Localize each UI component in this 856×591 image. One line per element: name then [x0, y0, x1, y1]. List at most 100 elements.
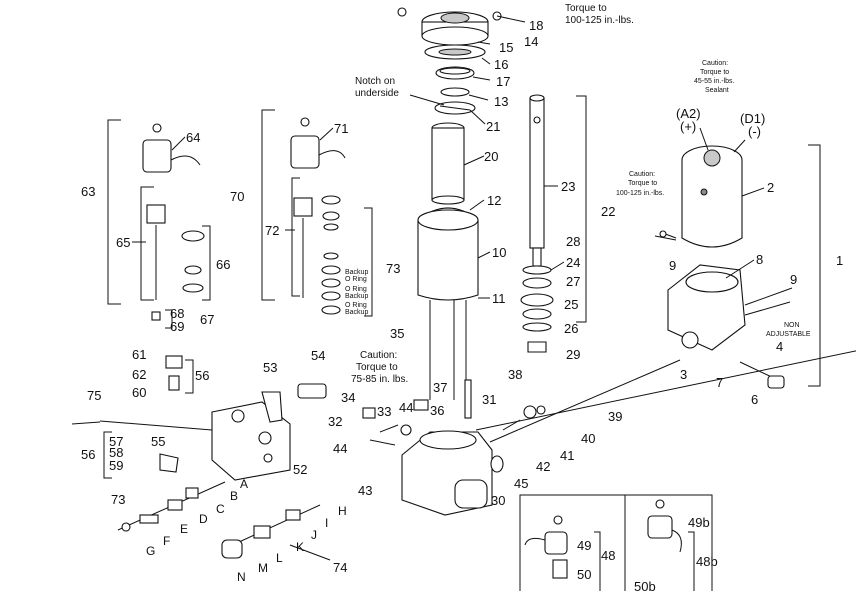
letter-m: M	[258, 561, 268, 575]
letter-i: I	[325, 516, 328, 530]
ram-rod-assembly	[520, 94, 554, 353]
caution-motor-note: Caution: Torque to 45-55 in.-lbs. Sealan…	[694, 60, 735, 94]
callout-69: 69	[170, 319, 184, 334]
callout-31: 31	[482, 392, 496, 407]
electric-motor	[681, 127, 746, 248]
callout-70: 70	[230, 189, 244, 204]
letter-j: J	[311, 528, 317, 542]
callout-57: 57	[109, 434, 123, 449]
callout-21: 21	[486, 119, 500, 134]
torque-top-line2: 100-125 in.-lbs.	[565, 15, 634, 26]
callout-38: 38	[508, 367, 522, 382]
callout-36: 36	[430, 403, 444, 418]
callout-13: 13	[494, 94, 508, 109]
callout-27: 27	[566, 274, 580, 289]
callout-8: 8	[756, 252, 763, 267]
non-adjustable-line2: ADJUSTABLE	[766, 331, 811, 338]
seal-labels: Backup O Ring O Ring Backup O Ring Backu…	[345, 269, 368, 316]
callout-42: 42	[536, 459, 550, 474]
fitting-line-74	[221, 504, 321, 559]
callout-49: 49	[577, 538, 591, 553]
leader-lines	[132, 41, 765, 299]
callout-3: 3	[680, 367, 687, 382]
non-adjustable-line1: NON	[784, 322, 800, 329]
callout-34: 34	[341, 390, 355, 405]
callout-9-a: 9	[669, 258, 676, 273]
callout-61: 61	[132, 347, 146, 362]
callout-72: 72	[265, 223, 279, 238]
callout-20: 20	[484, 149, 498, 164]
caution-motor-line2: Torque to	[700, 69, 729, 76]
callout-56-b: 56	[81, 447, 95, 462]
callout-33: 33	[377, 404, 391, 419]
callout-23: 23	[561, 179, 575, 194]
torque-note-top: Torque to 100-125 in.-lbs.	[565, 3, 634, 26]
callout-22: 22	[601, 204, 615, 219]
letter-e: E	[180, 522, 188, 536]
callout-48: 48	[601, 548, 615, 563]
callout-18: 18	[529, 18, 543, 33]
callout-29: 29	[566, 347, 580, 362]
notch-note: Notch on underside	[355, 76, 399, 99]
seal-backup-3: Backup	[345, 309, 368, 316]
seal-oring-3: O Ring	[345, 302, 367, 309]
hose-block	[99, 383, 327, 481]
callout-58: 58	[109, 445, 123, 460]
callout-74: 74	[333, 560, 347, 575]
seal-backup-1: Backup	[345, 269, 368, 276]
callout-1: 1	[836, 253, 843, 268]
callout-68: 68	[170, 306, 184, 321]
polarity-d1-sign: (-)	[748, 124, 761, 139]
callout-16: 16	[494, 57, 508, 72]
callout-67: 67	[200, 312, 214, 327]
letter-h: H	[338, 504, 347, 518]
top-cap-assembly	[397, 7, 526, 115]
callout-73-b: 73	[111, 492, 125, 507]
callout-17: 17	[496, 74, 510, 89]
callout-28: 28	[566, 234, 580, 249]
callout-9-b: 9	[790, 272, 797, 287]
callout-44-b: 44	[333, 441, 347, 456]
callout-43: 43	[358, 483, 372, 498]
letter-c: C	[216, 502, 225, 516]
seal-backup-2: Backup	[345, 293, 368, 300]
reservoir-tube	[417, 122, 479, 400]
torque-top-line1: Torque to	[565, 3, 607, 14]
callout-73-a: 73	[386, 261, 400, 276]
letter-n: N	[237, 570, 246, 584]
callout-14: 14	[524, 34, 538, 49]
callout-4: 4	[776, 339, 783, 354]
callout-25: 25	[564, 297, 578, 312]
letter-b: B	[230, 489, 238, 503]
callout-11: 11	[492, 291, 506, 306]
inset-box-48	[519, 494, 713, 591]
letter-f: F	[163, 534, 170, 548]
callout-52: 52	[293, 462, 307, 477]
callout-65: 65	[116, 235, 130, 250]
callout-41: 41	[560, 448, 574, 463]
part-callouts: 1 2 3 4 6 7 8 9 9 10 11 12 13 14 15 16 1…	[81, 18, 843, 591]
callout-2: 2	[767, 180, 774, 195]
caution-valve-note: Caution: Torque to 75-85 in. lbs.	[351, 350, 408, 385]
fitting-line-73	[117, 481, 226, 532]
seal-oring-2: O Ring	[345, 286, 367, 293]
caution-valve-line2: Torque to	[356, 362, 398, 373]
pump-base	[654, 235, 793, 351]
caution-bolt-line3: 100-125 in.-lbs.	[616, 190, 664, 197]
letter-a: A	[240, 477, 248, 491]
callout-44-a: 44	[399, 400, 413, 415]
callout-32: 32	[328, 414, 342, 429]
callout-53: 53	[263, 360, 277, 375]
solenoid-assembly-63	[142, 123, 205, 321]
non-adjustable-note: NON ADJUSTABLE	[766, 322, 811, 338]
callout-7: 7	[716, 375, 723, 390]
brackets	[103, 95, 821, 591]
callout-12: 12	[487, 193, 501, 208]
letter-l: L	[276, 551, 283, 565]
callout-60: 60	[132, 385, 146, 400]
callout-26: 26	[564, 321, 578, 336]
letter-k: K	[296, 540, 304, 554]
polarity-d1: (D1)	[740, 111, 765, 126]
caution-motor-line3: 45-55 in.-lbs.	[694, 78, 735, 85]
